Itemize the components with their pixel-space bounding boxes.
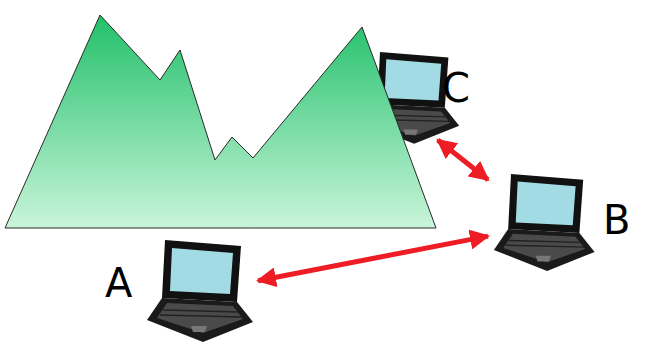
node-label: A bbox=[105, 263, 132, 303]
laptop-node: C bbox=[362, 52, 480, 140]
link-arrow bbox=[258, 236, 488, 281]
laptop-node: A bbox=[100, 236, 258, 346]
link-arrow bbox=[438, 140, 488, 180]
mountain bbox=[5, 15, 436, 228]
laptop-node: B bbox=[488, 172, 650, 268]
node-label: B bbox=[603, 200, 630, 240]
laptop-icon bbox=[147, 240, 253, 342]
node-label: C bbox=[442, 68, 470, 108]
laptop-icon bbox=[494, 174, 595, 271]
